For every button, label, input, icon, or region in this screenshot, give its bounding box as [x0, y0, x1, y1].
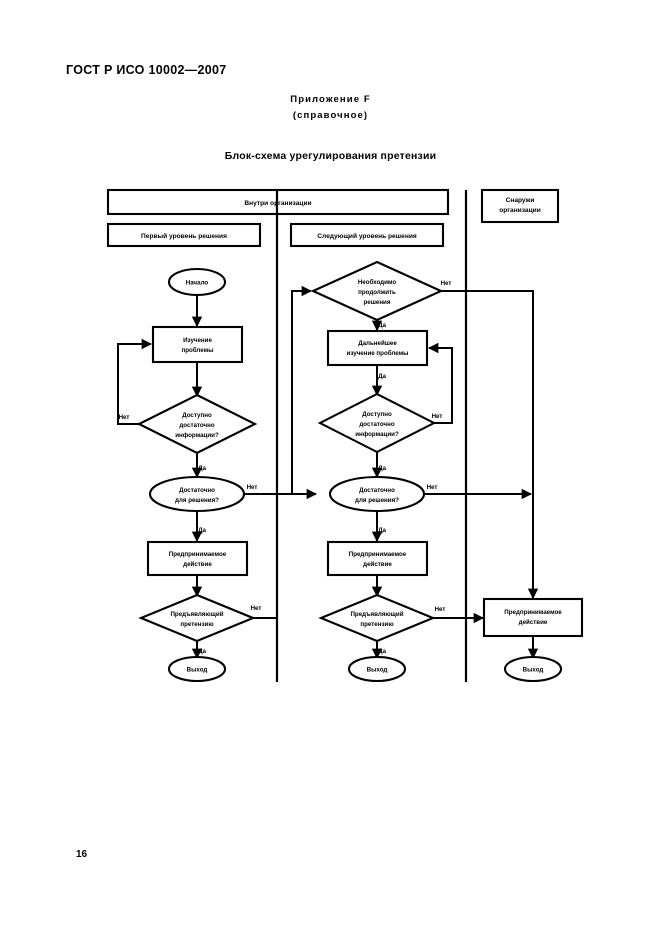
node-exit-label: Выход	[187, 667, 208, 674]
header-outside-organization: Снаружи организации	[480, 188, 560, 224]
node-exit-3: Выход	[503, 655, 563, 683]
header-next-level: Следующий уровень решения	[289, 222, 445, 248]
node-further-study: Дальнейшее изучение проблемы	[326, 329, 429, 367]
annex-sublabel: (справочное)	[292, 110, 369, 121]
node-enough-info: Доступно достаточно информации?	[136, 393, 258, 455]
annex-label: Приложение F	[290, 94, 371, 105]
node-enough-info-line2: достаточно	[179, 422, 214, 429]
node-study-problem-line2: проблемы	[181, 347, 213, 354]
edge-label-decision2-no: Нет	[427, 484, 438, 491]
node-action-taken-2-line2: действие	[363, 561, 392, 568]
node-need-continue-line1: Необходимо	[358, 279, 397, 286]
node-action-taken: Предпринимаемое действие	[146, 540, 249, 577]
edge-label-decision-yes: Да	[198, 527, 206, 534]
node-claimant-2-line1: Предъявляющий	[350, 611, 403, 618]
node-enough-info-2: Доступно достаточно информации?	[317, 392, 437, 454]
edge-info2-no-loop	[427, 342, 453, 424]
edge-label-claimant-no: Нет	[251, 605, 262, 612]
node-claimant-2-line2: претензию	[360, 621, 394, 628]
standard-header: ГОСТ Р ИСО 10002—2007	[66, 63, 227, 77]
node-need-continue: Необходимо продолжить решения	[310, 260, 444, 322]
node-enough-info-2-line3: информации?	[355, 431, 399, 438]
node-need-continue-line3: решения	[364, 299, 391, 306]
header-outside-label-line2: организации	[499, 207, 541, 214]
node-enough-for-decision-line2: для решения?	[175, 497, 219, 504]
node-exit-2-label: Выход	[367, 667, 388, 674]
edge-label-further-study-yes: Да	[378, 373, 386, 380]
edge-label-info-no: Нет	[119, 414, 130, 421]
node-enough-info-2-line2: достаточно	[359, 421, 394, 428]
node-study-problem: Изучение проблемы	[151, 325, 244, 364]
header-outside-label-line1: Снаружи	[506, 197, 535, 204]
node-claimant-line1: Предъявляющий	[170, 611, 223, 618]
node-enough-info-2-line1: Доступно	[362, 411, 392, 418]
node-action-taken-3-line1: Предпринимаемое	[504, 609, 562, 616]
node-exit: Выход	[167, 655, 227, 683]
edge-label-need-continue-yes: Да	[378, 322, 386, 329]
node-claimant-line2: претензию	[180, 621, 214, 628]
node-study-problem-line1: Изучение	[183, 337, 212, 344]
edge-label-decision-no: Нет	[247, 484, 258, 491]
node-action-taken-3: Предпринимаемое действие	[482, 597, 584, 638]
node-enough-for-decision-2-line2: для решения?	[355, 497, 399, 504]
node-exit-3-label: Выход	[523, 667, 544, 674]
node-claimant-2: Предъявляющий претензию	[318, 593, 436, 643]
node-further-study-line1: Дальнейшее	[358, 340, 397, 347]
page-number: 16	[76, 849, 88, 860]
node-enough-for-decision: Достаточно для решения?	[148, 475, 246, 513]
edge-label-info2-yes: Да	[378, 465, 386, 472]
node-action-taken-line1: Предпринимаемое	[169, 551, 227, 558]
node-enough-info-line1: Доступно	[182, 412, 212, 419]
node-need-continue-line2: продолжить	[358, 289, 396, 296]
edge-label-claimant-yes: Да	[198, 648, 206, 655]
figure-title: Блок-схема урегулирования претензии	[224, 150, 437, 162]
edge-need-continue-no-to-outside	[441, 290, 539, 600]
node-enough-for-decision-line1: Достаточно	[179, 487, 215, 494]
node-enough-for-decision-2-line1: Достаточно	[359, 487, 395, 494]
node-action-taken-3-line2: действие	[519, 619, 548, 626]
header-next-level-label: Следующий уровень решения	[317, 232, 417, 240]
node-action-taken-line2: действие	[183, 561, 212, 568]
node-further-study-line2: изучение проблемы	[347, 350, 409, 357]
header-first-level-label: Первый уровень решения	[141, 232, 227, 240]
node-start: Начало	[167, 267, 227, 297]
edge-feedback-to-need-continue	[291, 285, 313, 494]
edge-info-no-loop	[117, 338, 153, 425]
node-start-label: Начало	[186, 280, 209, 287]
edge-label-info-yes: Да	[198, 465, 206, 472]
edge-label-info2-no: Нет	[432, 413, 443, 420]
edge-label-need-continue-no: Нет	[441, 280, 452, 287]
node-enough-for-decision-2: Достаточно для решения?	[328, 475, 426, 513]
node-action-taken-2-line1: Предпринимаемое	[349, 551, 407, 558]
edge-label-claimant2-no: Нет	[435, 606, 446, 613]
node-exit-2: Выход	[347, 655, 407, 683]
node-claimant: Предъявляющий претензию	[138, 593, 256, 643]
edge-label-claimant2-yes: Да	[378, 648, 386, 655]
edge-label-decision2-yes: Да	[378, 527, 386, 534]
node-action-taken-2: Предпринимаемое действие	[326, 540, 429, 577]
node-enough-info-line3: информации?	[175, 432, 219, 439]
header-first-level: Первый уровень решения	[106, 222, 262, 248]
